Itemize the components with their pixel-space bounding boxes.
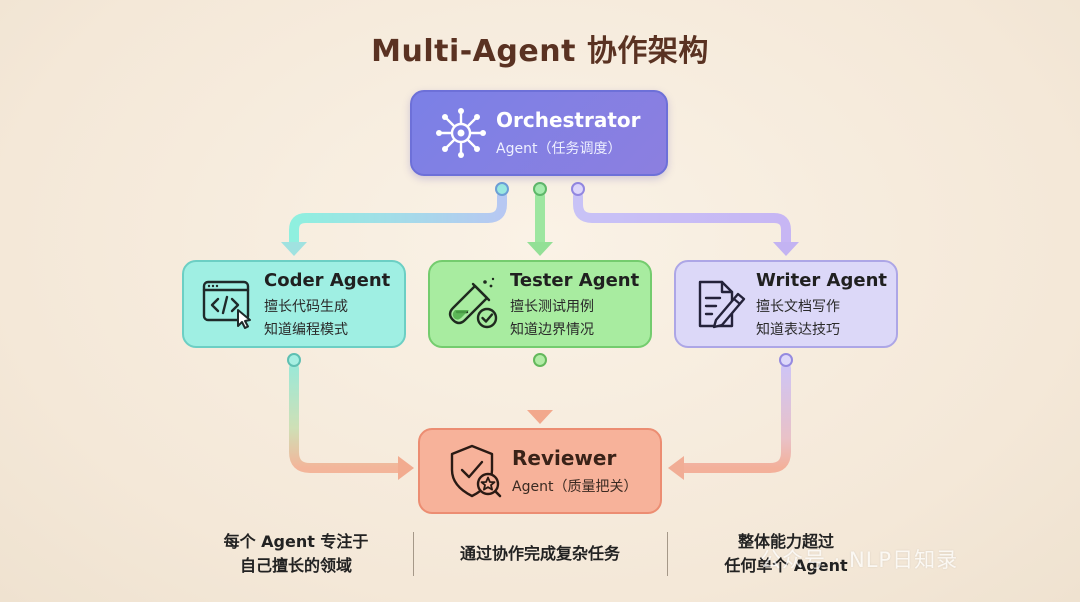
coder-port-out bbox=[287, 353, 301, 367]
arrowhead-reviewer-right bbox=[668, 456, 684, 480]
network-hub-icon bbox=[426, 105, 496, 161]
connector-orchestrator-writer bbox=[573, 191, 791, 249]
test-tube-check-icon bbox=[438, 276, 510, 332]
writer-agent-knowledge: 知道表达技巧 bbox=[756, 321, 840, 338]
coder-agent-skill: 擅长代码生成 bbox=[264, 298, 348, 315]
arrowhead-reviewer-left bbox=[398, 456, 414, 480]
orchestrator-port-tester bbox=[533, 182, 547, 196]
arrowhead-writer bbox=[773, 242, 799, 256]
page-title: Multi-Agent 协作架构 bbox=[371, 34, 709, 69]
footer-divider-left bbox=[413, 532, 414, 576]
tester-port-out bbox=[533, 353, 547, 367]
writer-agent-skill: 擅长文档写作 bbox=[756, 298, 840, 315]
code-window-icon bbox=[192, 278, 264, 330]
orchestrator-name: Orchestrator bbox=[496, 108, 641, 132]
arrowhead-coder bbox=[281, 242, 307, 256]
writer-agent-name: Writer Agent bbox=[756, 269, 887, 291]
coder-agent-knowledge: 知道编程模式 bbox=[264, 321, 348, 338]
reviewer-subtitle: Agent（质量把关） bbox=[512, 479, 638, 495]
tester-agent-skill: 擅长测试用例 bbox=[510, 298, 594, 315]
footer-note-specialization: 每个 Agent 专注于 自己擅长的领域 bbox=[223, 532, 369, 575]
connector-orchestrator-coder bbox=[289, 191, 507, 249]
arrowhead-reviewer-top bbox=[527, 410, 553, 424]
document-pencil-icon bbox=[684, 276, 756, 332]
footer-divider-right bbox=[667, 532, 668, 576]
orchestrator-port-writer bbox=[571, 182, 585, 196]
footer-note-collaboration: 通过协作完成复杂任务 bbox=[459, 544, 620, 563]
orchestrator-port-coder bbox=[495, 182, 509, 196]
writer-agent-node: Writer Agent 擅长文档写作 知道表达技巧 bbox=[674, 260, 898, 348]
reviewer-name: Reviewer bbox=[512, 446, 617, 470]
arrowhead-tester bbox=[527, 242, 553, 256]
tester-agent-node: Tester Agent 擅长测试用例 知道边界情况 bbox=[428, 260, 652, 348]
footer-note-capability: 整体能力超过 任何单个 Agent bbox=[724, 532, 848, 575]
orchestrator-subtitle: Agent（任务调度） bbox=[496, 141, 622, 157]
coder-agent-name: Coder Agent bbox=[264, 269, 391, 291]
writer-port-out bbox=[779, 353, 793, 367]
coder-agent-node: Coder Agent 擅长代码生成 知道编程模式 bbox=[182, 260, 406, 348]
connector-coder-reviewer bbox=[289, 363, 405, 473]
tester-agent-name: Tester Agent bbox=[510, 269, 640, 291]
orchestrator-node: Orchestrator Agent（任务调度） bbox=[410, 90, 668, 176]
shield-check-icon bbox=[438, 442, 512, 500]
reviewer-node: Reviewer Agent（质量把关） bbox=[418, 428, 662, 514]
connector-writer-reviewer bbox=[677, 363, 791, 473]
tester-agent-knowledge: 知道边界情况 bbox=[510, 321, 594, 338]
watermark: 公众号 · NLP日知录 bbox=[760, 548, 959, 572]
